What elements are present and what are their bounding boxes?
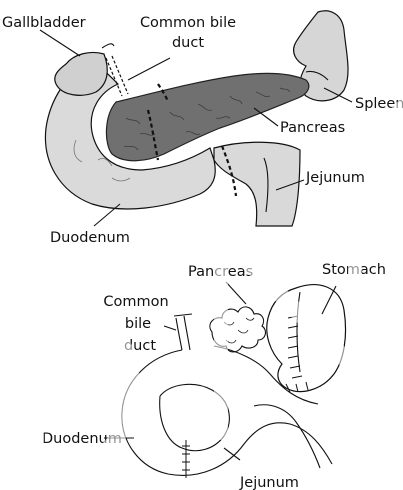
label-common: Common	[103, 294, 168, 310]
anastomosis-sutures	[182, 440, 190, 478]
jejunum-extension	[254, 405, 320, 468]
dashed-cut-duct-2	[112, 56, 128, 94]
leader-gallbladder	[40, 30, 80, 56]
label-jejunum-bottom: Jejunum	[239, 475, 299, 490]
jejunum-shape	[214, 142, 300, 226]
cystic-duct-top	[102, 44, 114, 48]
top-figure: Gallbladder Common bile duct Spleen Panc…	[2, 11, 403, 246]
label-common-bile-duct-1: Common bile	[140, 15, 236, 31]
bile-duct-stub	[176, 316, 190, 350]
leader-common-bile-duct-bottom	[164, 326, 176, 330]
bile-duct-tie	[174, 314, 192, 316]
leader-pancreas-bottom	[226, 282, 246, 304]
label-pancreas-top: Pancreas	[280, 120, 345, 136]
label-jejunum-top: Jejunum	[305, 170, 365, 186]
leader-common-bile-duct	[128, 58, 170, 80]
label-common-bile-duct-2: duct	[172, 35, 204, 51]
label-gallbladder: Gallbladder	[2, 15, 86, 31]
gallbladder-shape	[55, 52, 108, 95]
label-duodenum-top: Duodenum	[50, 230, 130, 246]
leader-jejunum-bottom	[224, 448, 240, 460]
